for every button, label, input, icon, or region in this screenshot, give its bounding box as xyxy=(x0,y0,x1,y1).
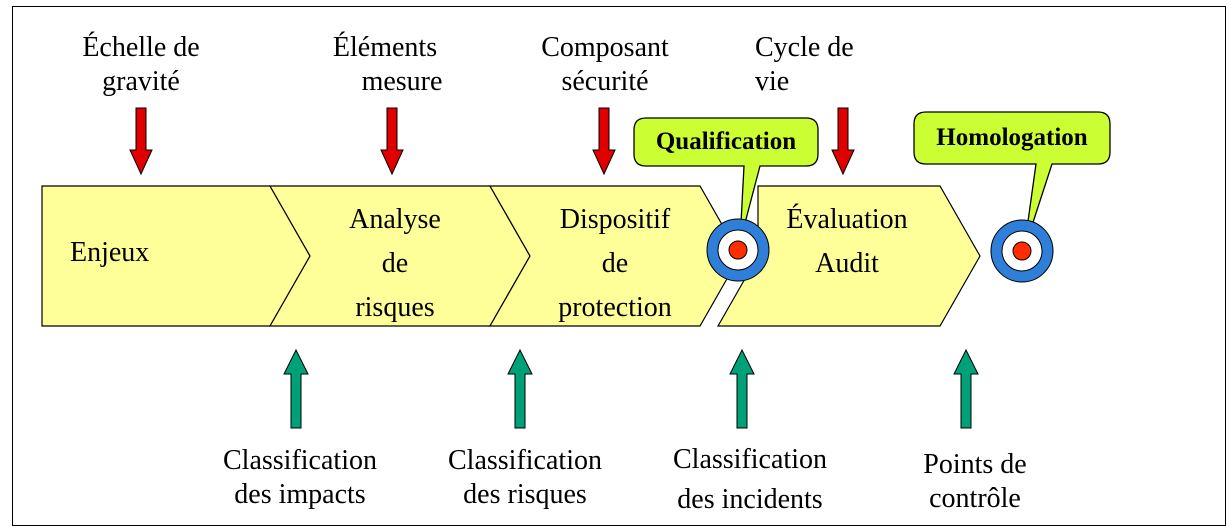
up-arrow-risques xyxy=(507,348,533,429)
step-label-line: Évaluation xyxy=(786,204,908,235)
bottom-label-line: Classification xyxy=(223,445,377,476)
callout-homologation xyxy=(913,111,1111,251)
top-label-line: sécurité xyxy=(561,66,649,97)
top-label-line: vie xyxy=(755,66,790,97)
up-arrow-controle xyxy=(953,348,979,429)
top-label-line: Cycle de xyxy=(755,32,854,63)
callout-homologation-text: Homologation xyxy=(936,124,1088,151)
step-enjeux: Enjeux xyxy=(70,236,220,270)
bottom-label-line: Classification xyxy=(448,445,602,476)
bottom-label-line: Classification xyxy=(673,444,827,475)
target-icon xyxy=(706,218,770,282)
step-label-line: Audit xyxy=(815,248,879,279)
step-label-line: risques xyxy=(355,292,435,323)
callout-qualification xyxy=(633,117,819,243)
step-label-line: de xyxy=(601,248,629,279)
top-label-line: mesure xyxy=(361,66,443,97)
down-arrow-securite xyxy=(592,107,616,176)
bottom-label-line: des risques xyxy=(463,479,587,510)
chevron-dispositif xyxy=(488,185,741,327)
top-label-line: gravité xyxy=(102,66,180,97)
bottom-label-risques: Classification des risques xyxy=(430,444,620,512)
step-dispositif: Dispositif de protection xyxy=(530,198,700,330)
bottom-label-line: contrôle xyxy=(929,483,1021,514)
top-label-securite: Composant sécurité xyxy=(530,31,680,99)
up-arrow-impacts xyxy=(283,348,309,429)
down-arrow-gravite xyxy=(129,107,153,176)
bottom-label-incidents: Classification des incidents xyxy=(655,440,845,520)
top-label-mesure: Éléments mesure xyxy=(310,31,460,99)
bottom-label-line: des incidents xyxy=(677,484,823,515)
step-label-line: Analyse xyxy=(349,204,441,235)
step-evaluation: Évaluation Audit xyxy=(762,198,932,286)
step-analyse: Analyse de risques xyxy=(320,198,470,330)
down-arrow-cycle xyxy=(831,107,855,176)
step-label-line: Dispositif xyxy=(559,204,671,235)
top-label-line: Éléments xyxy=(332,32,438,63)
bottom-label-line: des impacts xyxy=(234,479,366,510)
callout-qualification-text: Qualification xyxy=(655,128,797,155)
target-icon xyxy=(990,219,1054,283)
step-label-line: protection xyxy=(558,292,672,323)
step-label-line: de xyxy=(381,248,409,279)
bottom-label-controle: Points de contrôle xyxy=(900,448,1050,516)
top-label-cycle: Cycle de vie xyxy=(755,31,885,99)
top-label-line: Composant xyxy=(541,32,669,63)
top-label-gravite: Échelle de gravité xyxy=(66,31,216,99)
bottom-label-line: Points de xyxy=(923,449,1027,480)
up-arrow-incidents xyxy=(729,348,755,429)
step-label-line: Enjeux xyxy=(70,237,150,268)
bottom-label-impacts: Classification des impacts xyxy=(205,444,395,512)
top-label-line: Échelle de xyxy=(82,32,200,63)
down-arrow-mesure xyxy=(380,107,404,176)
